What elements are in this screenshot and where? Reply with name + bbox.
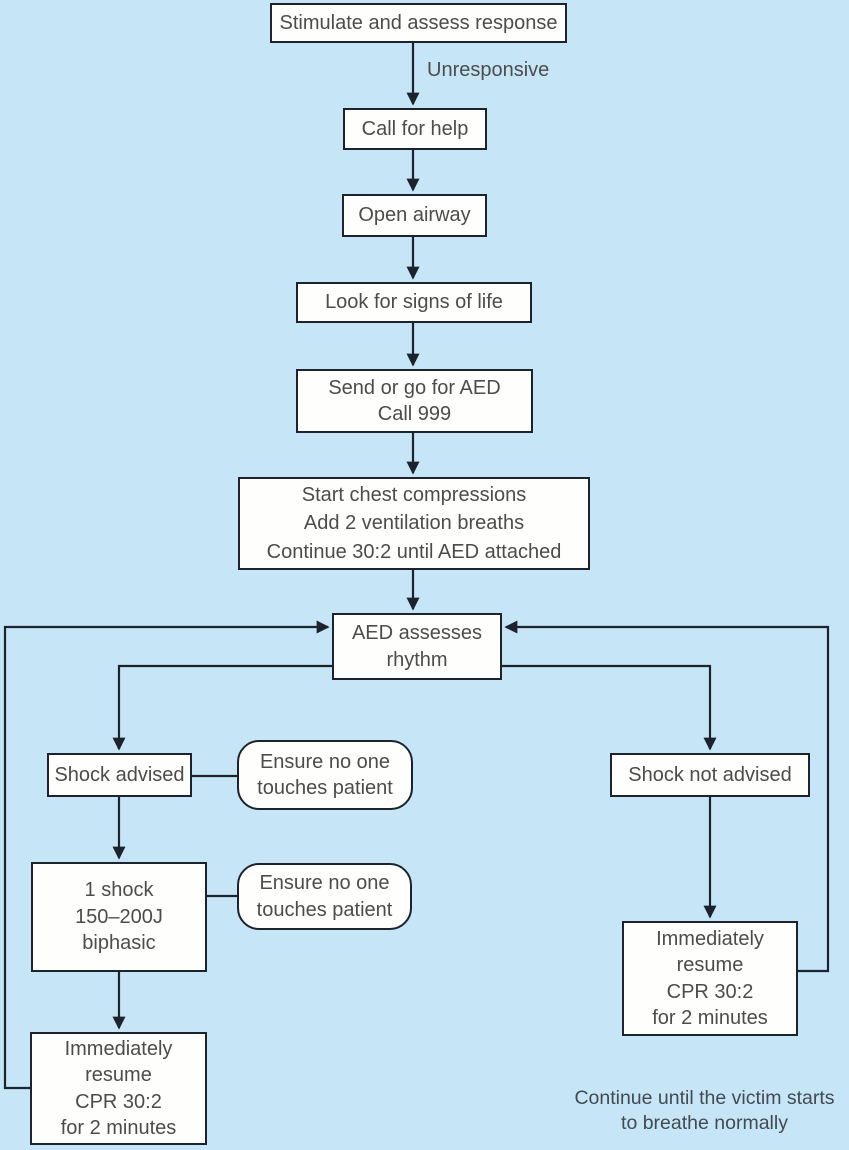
edge-label-unresponsive: Unresponsive [427,59,550,81]
node-open-airway: Open airway [342,194,487,237]
node-immediately-resume-cpr-right: Immediately resume CPR 30:2 for 2 minute… [622,921,798,1036]
node-ensure-no-one-touches-patient-2: Ensure no one touches patient [237,863,412,930]
feedback-right-loop-arrow [504,620,830,973]
caption-continue-until-breathing: Continue until the victim starts to brea… [574,1087,835,1134]
arrow-aed-assess-to-shock-not-advised [502,664,717,751]
node-aed-assesses-rhythm: AED assesses rhythm [332,613,502,680]
node-send-or-go-for-aed: Send or go for AED Call 999 [296,369,533,433]
arrow-aed-assess-to-shock-advised [112,664,332,751]
node-ensure-no-one-touches-patient-1: Ensure no one touches patient [237,740,413,810]
node-immediately-resume-cpr-left: Immediately resume CPR 30:2 for 2 minute… [30,1032,207,1145]
node-one-shock-biphasic: 1 shock 150–200J biphasic [31,862,207,972]
node-shock-not-advised: Shock not advised [610,753,810,797]
node-call-for-help: Call for help [343,108,487,150]
node-shock-advised: Shock advised [47,753,192,797]
node-start-chest-compressions: Start chest compressions Add 2 ventilati… [238,477,590,570]
feedback-left-loop-arrow [3,620,330,1090]
node-stimulate-assess-response: Stimulate and assess response [270,3,567,43]
node-look-for-signs-of-life: Look for signs of life [296,282,532,323]
